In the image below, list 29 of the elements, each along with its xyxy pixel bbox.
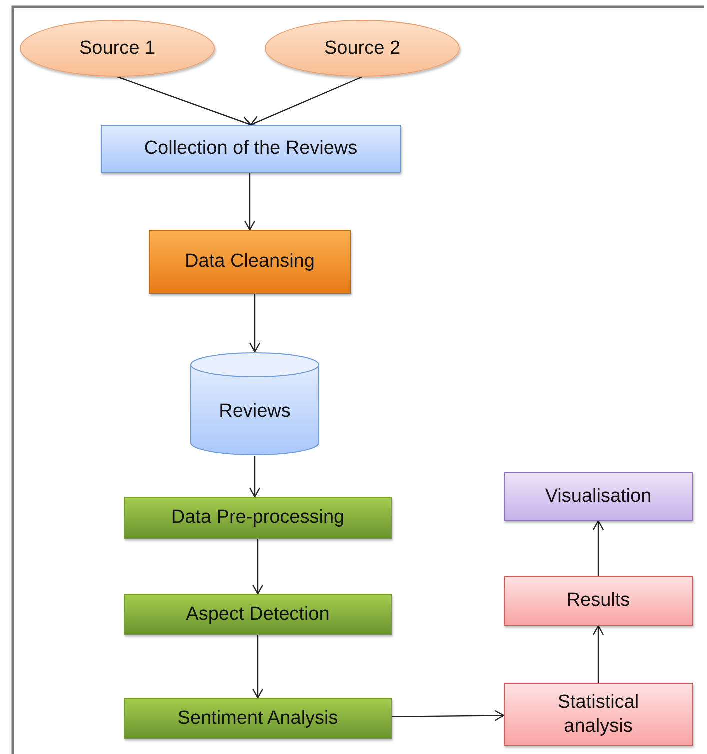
node-label: Reviews: [218, 400, 292, 424]
arrow: [592, 520, 604, 576]
node-label: Data Pre-processing: [170, 506, 346, 530]
arrow: [252, 635, 264, 699]
node-label: Results: [566, 589, 632, 613]
node-label: Collection of the Reviews: [143, 137, 359, 161]
arrow: [249, 294, 261, 353]
arrow: [250, 76, 363, 127]
process-box: [124, 497, 392, 539]
node-label: Source 2: [323, 36, 402, 60]
arrow: [592, 625, 604, 683]
process-box: [101, 125, 401, 173]
process-box: [504, 576, 693, 626]
process-box: [149, 230, 351, 294]
node-label: Aspect Detection: [185, 602, 331, 626]
process-box: [504, 472, 693, 521]
node-label: Sentiment Analysis: [176, 706, 340, 730]
node-label: Source 1: [78, 36, 157, 60]
node-label: Statistical analysis: [556, 690, 640, 738]
node-label: Visualisation: [544, 484, 653, 508]
arrow: [244, 173, 256, 231]
node-label: Data Cleansing: [184, 250, 316, 274]
arrow: [392, 710, 505, 722]
process-box: [504, 683, 693, 746]
arrow: [117, 76, 252, 128]
arrow: [249, 456, 261, 498]
process-box: [124, 594, 392, 635]
arrow: [252, 539, 264, 595]
process-box: [124, 698, 392, 739]
